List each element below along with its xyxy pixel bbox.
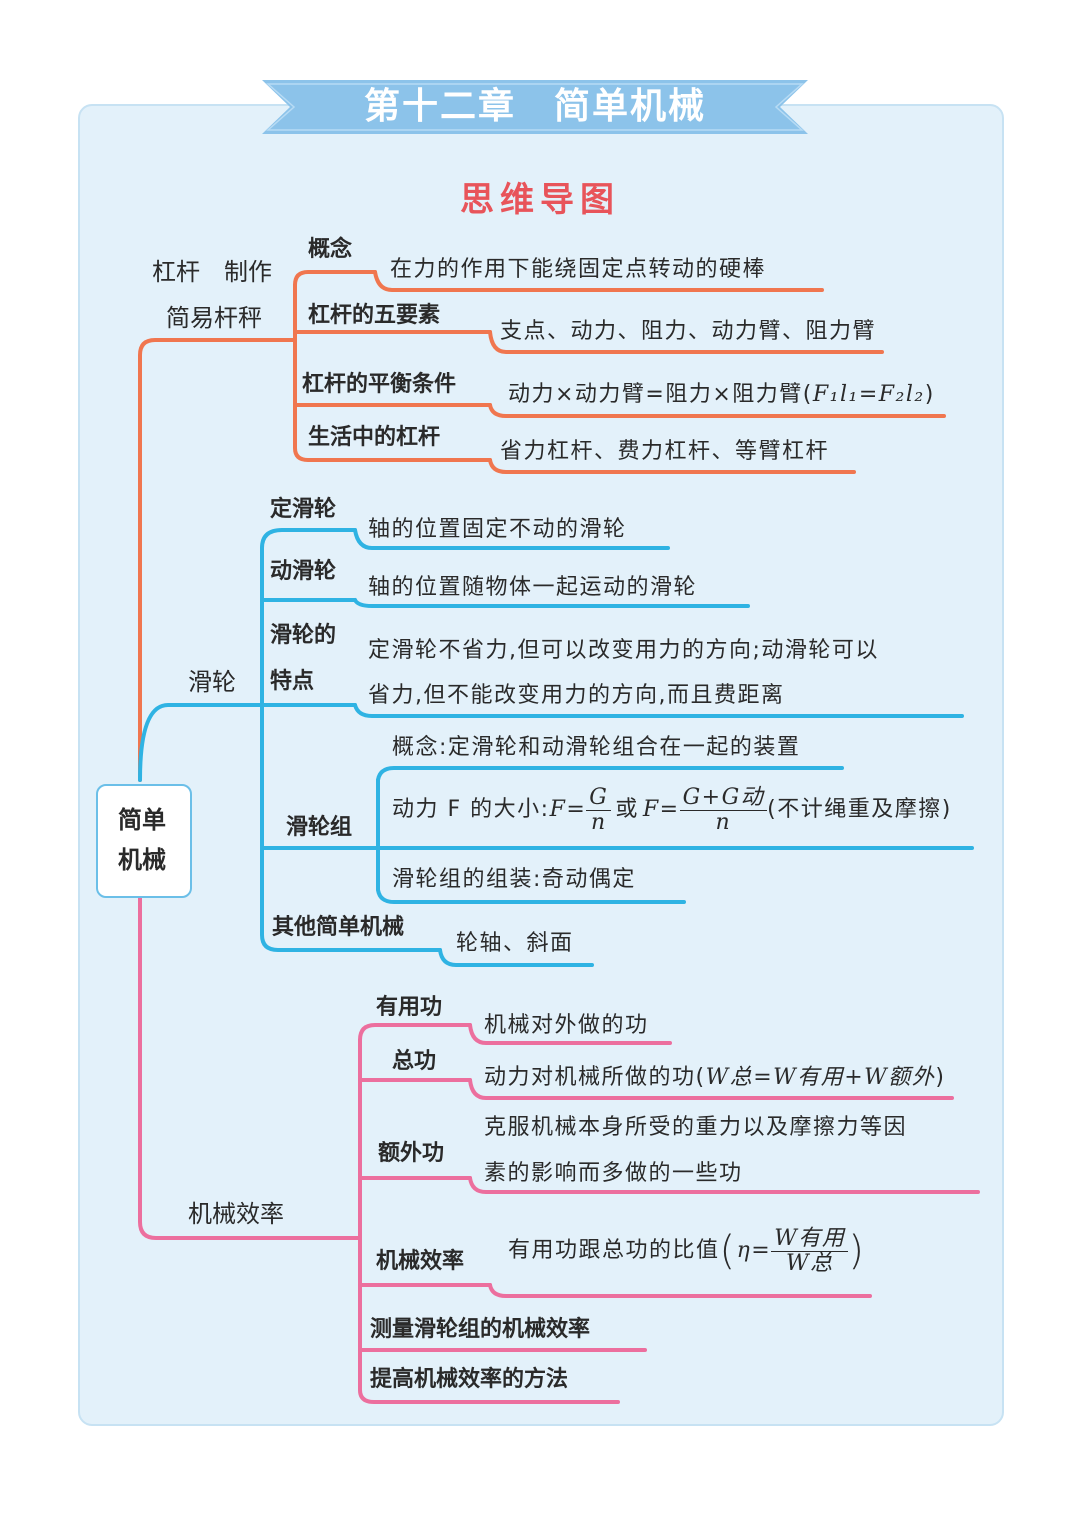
root-node-label: 简单 机械 <box>96 800 188 880</box>
efficiency-close-paren: ) <box>848 1228 866 1274</box>
force-suffix: (不计绳重及摩擦) <box>767 797 952 822</box>
lever-daily-life-label: 生活中的杠杆 <box>308 425 441 450</box>
pulley-features-desc-line1: 定滑轮不省力,但可以改变用力的方向;动滑轮可以 <box>368 638 879 663</box>
fraction-2-denominator: n <box>715 809 732 835</box>
lever-five-elements-label: 杠杆的五要素 <box>308 303 441 328</box>
lever-balance-close-paren: ) <box>924 382 935 407</box>
efficiency-branch-label: 机械效率 <box>188 1200 284 1228</box>
movable-pulley-label: 动滑轮 <box>270 559 337 584</box>
root-node-box <box>96 784 192 898</box>
efficiency-open-paren: ( <box>719 1228 737 1274</box>
root-label-line2: 机械 <box>118 846 166 874</box>
force-f-eq-1: F= <box>549 797 587 822</box>
lever-branch-lines <box>138 270 946 782</box>
useful-work-desc: 机械对外做的功 <box>484 1013 649 1038</box>
force-prefix: 动力 F 的大小: <box>392 797 550 822</box>
lever-balance-desc: 动力×动力臂=阻力×阻力臂(F₁l₁=F₂l₂) <box>508 381 935 409</box>
efficiency-denominator: W总 <box>786 1250 834 1276</box>
pulley-features-label-line1: 滑轮的 <box>270 623 337 648</box>
chapter-title: 第十二章 简单机械 <box>363 86 706 127</box>
lever-balance-desc-text: 动力×动力臂=阻力×阻力臂( <box>508 382 813 407</box>
extra-work-label: 额外功 <box>378 1141 445 1166</box>
improve-efficiency-label: 提高机械效率的方法 <box>370 1367 569 1392</box>
fixed-pulley-desc: 轴的位置固定不动的滑轮 <box>368 517 627 542</box>
lever-concept-desc: 在力的作用下能绕固定点转动的硬棒 <box>390 257 767 282</box>
efficiency-branch-lines <box>138 892 980 1404</box>
mechanical-efficiency-label: 机械效率 <box>376 1249 465 1274</box>
pulley-branch-label: 滑轮 <box>188 668 236 696</box>
other-machines-label: 其他简单机械 <box>272 915 405 940</box>
lever-balance-formula: F₁l₁=F₂l₂ <box>812 382 925 407</box>
measure-efficiency-label: 测量滑轮组的机械效率 <box>370 1317 591 1342</box>
root-label-line1: 简单 <box>118 806 166 834</box>
pulley-features-label-line2: 特点 <box>270 669 315 694</box>
total-work-label: 总功 <box>392 1049 437 1074</box>
lever-balance-label: 杠杆的平衡条件 <box>302 372 457 397</box>
lever-five-elements-desc: 支点、动力、阻力、动力臂、阻力臂 <box>500 319 877 344</box>
efficiency-desc-text: 有用功跟总功的比值 <box>508 1238 720 1263</box>
total-work-desc-text: 动力对机械所做的功( <box>484 1065 706 1090</box>
mind-map-subtitle: 思维导图 <box>460 180 620 220</box>
extra-work-desc-line1: 克服机械本身所受的重力以及摩擦力等因 <box>484 1115 908 1140</box>
lever-branch-label-line2: 简易杆秤 <box>166 304 262 332</box>
fixed-pulley-label: 定滑轮 <box>270 497 337 522</box>
pulley-branch-lines <box>138 528 974 967</box>
movable-pulley-desc: 轴的位置随物体一起运动的滑轮 <box>368 575 698 600</box>
efficiency-eta: η= <box>736 1238 772 1263</box>
fraction-2-numerator: G+G动 <box>679 785 768 811</box>
total-work-desc: 动力对机械所做的功(W总=W有用+W额外) <box>484 1064 945 1092</box>
lever-concept-label: 概念 <box>308 237 353 262</box>
force-f-eq-2: F= <box>642 797 680 822</box>
lever-daily-life-desc: 省力杠杆、费力杠杆、等臂杠杆 <box>500 439 830 464</box>
pulley-features-desc-line2: 省力,但不能改变用力的方向,而且费距离 <box>368 683 785 708</box>
force-or-word: 或 <box>615 797 639 822</box>
pulley-block-assembly: 滑轮组的组装:奇动偶定 <box>392 867 636 892</box>
pulley-block-concept: 概念:定滑轮和动滑轮组合在一起的装置 <box>392 735 801 760</box>
total-work-formula: W总=W有用+W额外 <box>705 1065 936 1090</box>
pulley-block-label: 滑轮组 <box>286 815 353 840</box>
lever-branch-label-line1: 杠杆 制作 <box>152 258 272 286</box>
useful-work-label: 有用功 <box>376 995 443 1020</box>
total-work-close-paren: ) <box>935 1065 946 1090</box>
fraction-1-numerator: G <box>586 785 612 811</box>
mind-map-card <box>78 104 1004 1426</box>
extra-work-desc-line2: 素的影响而多做的一些功 <box>484 1161 743 1186</box>
other-machines-desc: 轮轴、斜面 <box>456 931 574 956</box>
chapter-banner <box>262 80 808 134</box>
efficiency-numerator: W有用 <box>771 1226 849 1252</box>
fraction-1-denominator: n <box>590 809 607 835</box>
